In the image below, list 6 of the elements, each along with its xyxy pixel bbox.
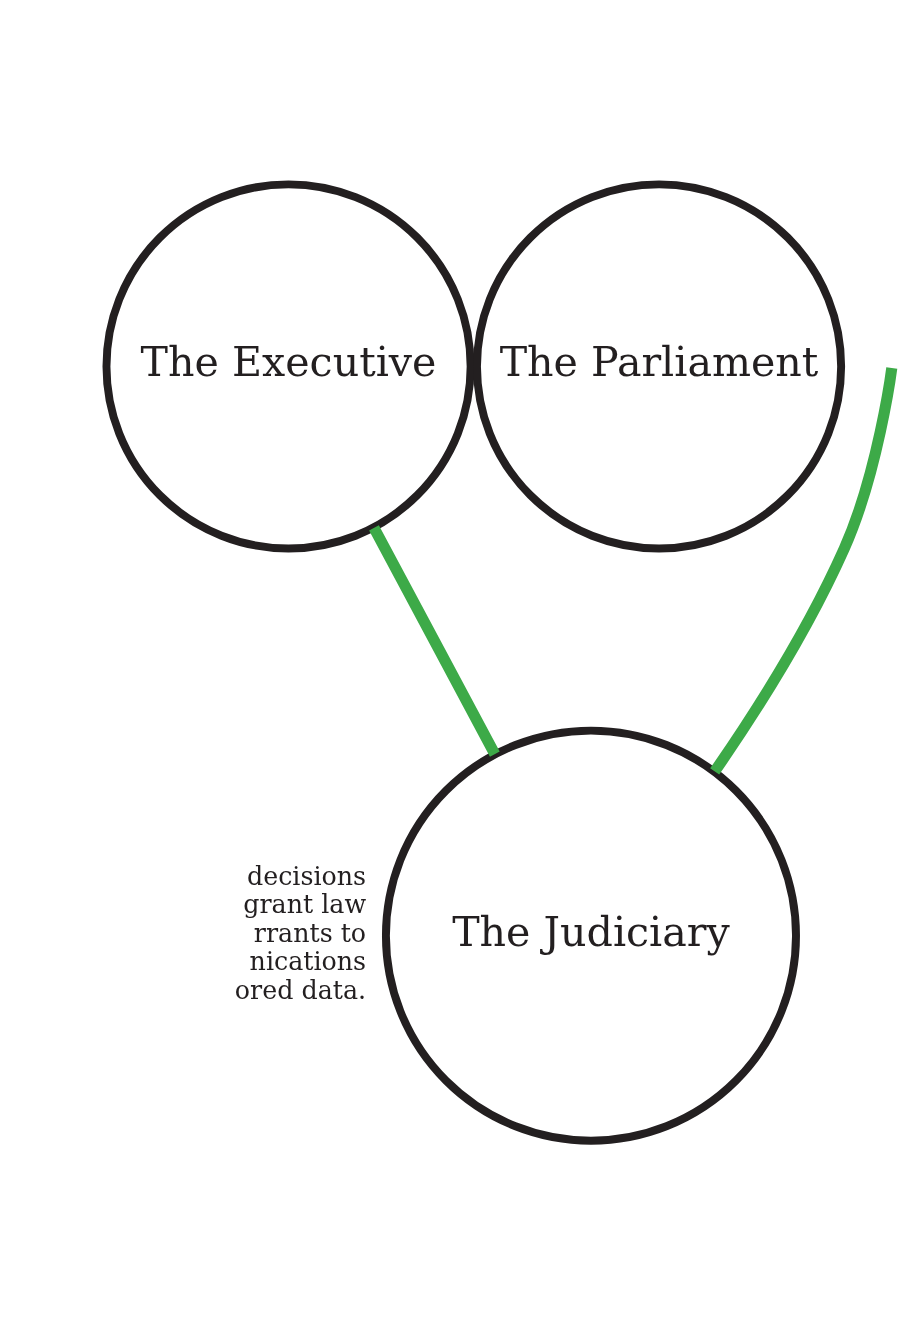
connector [369,525,500,757]
node-circle: The Judiciary [381,726,800,1145]
node-circle: The Executive [102,180,475,553]
label: decisions grant law rrants to nications ored data. [234,860,367,1005]
connector [710,367,898,775]
node-circle: The Parliament [473,180,846,553]
